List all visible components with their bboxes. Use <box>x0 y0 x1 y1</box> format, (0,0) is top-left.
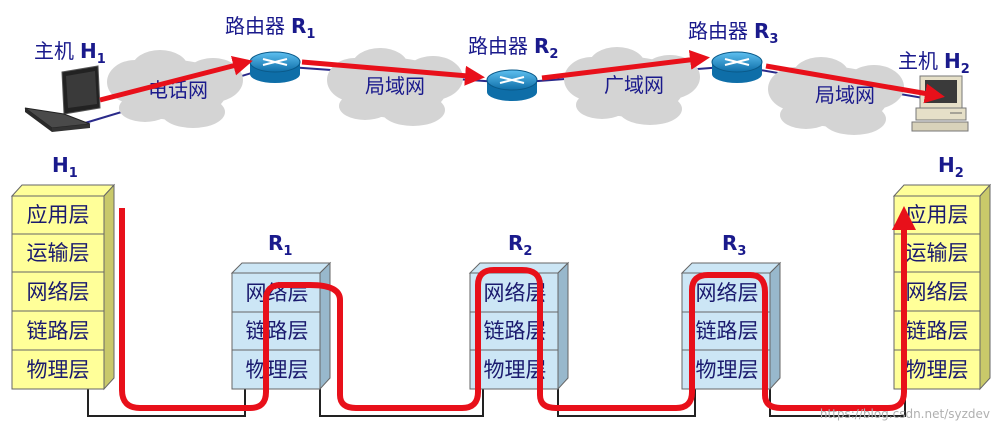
stack-r1-label: R1 <box>268 231 292 259</box>
stack-r1: 网络层 链路层 物理层 <box>230 261 332 391</box>
layer-physical <box>893 349 981 390</box>
layer-label: 网络层 <box>906 280 969 304</box>
layer-label: 物理层 <box>906 358 969 382</box>
router-icon-r1 <box>249 51 301 83</box>
stack-r2: 网络层 链路层 物理层 <box>468 261 570 391</box>
layer-label: 链路层 <box>246 319 309 343</box>
layer-physical <box>681 349 771 390</box>
layer-physical <box>11 349 105 390</box>
layer-link <box>231 311 321 351</box>
stack-h2-label: H2 <box>938 153 964 181</box>
layer-link <box>469 311 559 351</box>
layer-label: 链路层 <box>696 319 759 343</box>
desktop-computer-icon <box>911 75 969 132</box>
stack-r3: 网络层 链路层 物理层 <box>680 261 782 391</box>
stack-r3-label: R3 <box>722 231 746 259</box>
layer-label: 应用层 <box>27 203 90 227</box>
stack-h1-label: H1 <box>52 153 78 181</box>
layer-label: 链路层 <box>906 319 969 343</box>
router-icon-r3 <box>711 51 763 83</box>
layer-label: 网络层 <box>484 281 547 305</box>
layer-link <box>11 310 105 351</box>
cloud-label-lan-1: 局域网 <box>365 74 425 98</box>
layer-label: 运输层 <box>906 241 969 265</box>
layer-label: 运输层 <box>27 241 90 265</box>
cloud-label-wan: 广域网 <box>604 73 664 97</box>
layer-label: 链路层 <box>484 319 547 343</box>
layer-label: 物理层 <box>246 358 309 382</box>
layer-label: 物理层 <box>696 358 759 382</box>
data-path-arrow <box>119 206 916 411</box>
layer-label: 网络层 <box>696 281 759 305</box>
physical-links <box>87 388 906 417</box>
layer-network <box>231 272 321 313</box>
cloud-label-lan-2: 局域网 <box>815 83 875 107</box>
router-icon-r2 <box>486 69 538 101</box>
layer-label: 物理层 <box>484 358 547 382</box>
layer-label: 网络层 <box>27 280 90 304</box>
layer-physical <box>231 349 321 390</box>
layer-link <box>681 311 771 351</box>
layer-physical <box>469 349 559 390</box>
layer-network <box>469 272 559 313</box>
top-route-arrows <box>99 49 945 104</box>
layer-link <box>893 310 981 351</box>
layer-label: 链路层 <box>27 319 90 343</box>
layer-network <box>11 271 105 312</box>
layer-application <box>11 195 105 235</box>
stack-r2-label: R2 <box>508 231 532 259</box>
laptop-icon <box>24 65 101 132</box>
layer-label: 应用层 <box>906 203 969 227</box>
layer-label: 物理层 <box>27 358 90 382</box>
stack-h1: 应用层 运输层 网络层 链路层 物理层 <box>10 183 116 391</box>
stack-h2: 应用层 运输层 网络层 链路层 物理层 <box>892 183 992 391</box>
watermark-text: https://blog.csdn.net/syzdev <box>820 407 990 421</box>
